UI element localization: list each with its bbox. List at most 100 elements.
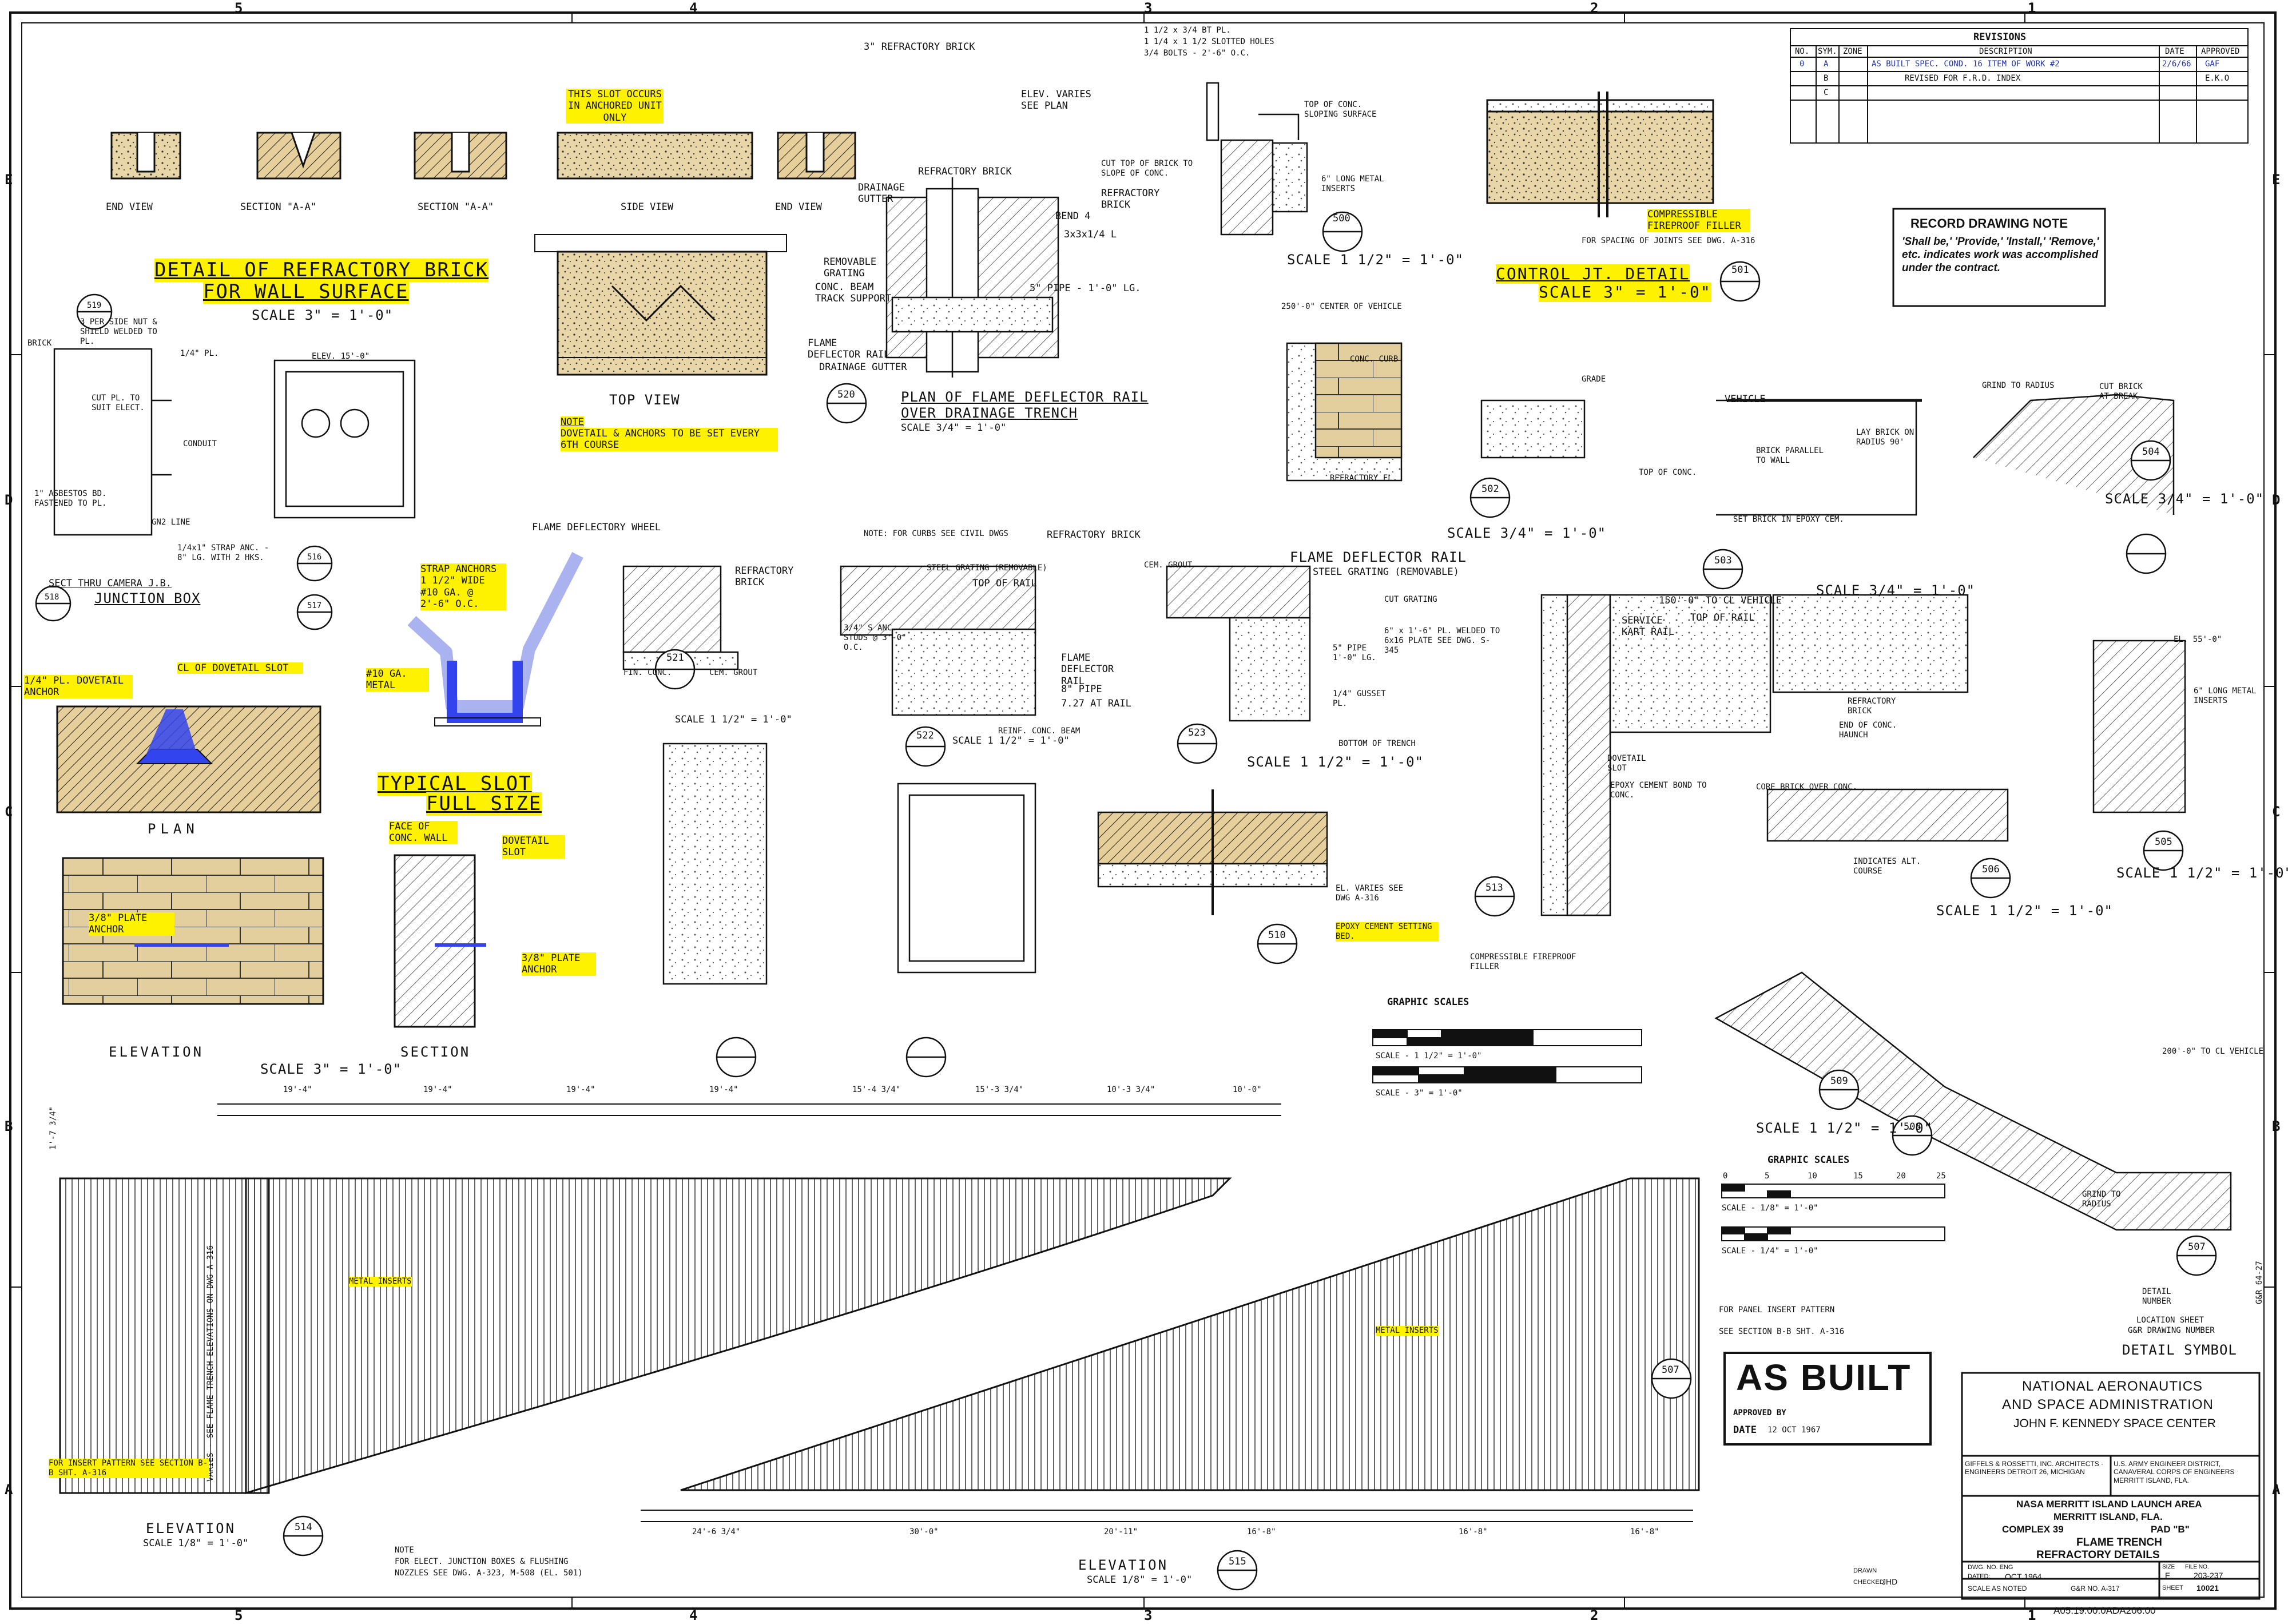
grid-row-d: D	[5, 492, 14, 508]
size-label: SIZE	[2162, 1564, 2175, 1570]
ref-518: 518	[45, 593, 59, 602]
misc-label-haunch: END OF CONC. HAUNCH	[1839, 721, 1897, 740]
typical-slot-subtitle: FULL SIZE	[426, 792, 542, 816]
misc-label-250: 250'-0" CENTER OF VEHICLE	[1281, 302, 1402, 311]
graphic-scale-tick-0: 0	[1723, 1172, 1728, 1181]
as-built-approved-label: APPROVED BY	[1733, 1408, 1786, 1417]
grid-row-a-right: A	[2272, 1482, 2281, 1498]
rail-label-slotted-holes: 1 1/4 x 1 1/2 SLOTTED HOLES	[1144, 37, 1274, 46]
sheet-number: 10021	[2196, 1583, 2219, 1593]
vehicle-label-top-rail: TOP OF RAIL	[1690, 612, 1755, 624]
graphic-scale-label-1: SCALE - 1 1/2" = 1'-0"	[1376, 1051, 1482, 1061]
bottom-dim-2: 30'-0"	[909, 1527, 939, 1536]
plate-anchor-label: 3/8" PLATE ANCHOR	[522, 952, 596, 976]
rail-detail-flame-rail: FLAME DEFLECTOR RAIL	[1061, 652, 1114, 687]
misc-label-alt-course: INDICATES ALT. COURSE	[1853, 857, 1921, 876]
file-no-value: 203-237	[2194, 1571, 2223, 1580]
bottom-dim-5: 16'-8"	[1459, 1527, 1488, 1536]
ref-507: 507	[2188, 1241, 2206, 1253]
rev-row1-sym: A	[1824, 59, 1829, 69]
metal-gauge-label: #10 GA. METAL	[366, 668, 429, 692]
misc-label-grind: GRIND TO RADIUS	[1982, 381, 2055, 390]
rev-row1-desc: AS BUILT SPEC. COND. 16 ITEM OF WORK #2	[1872, 59, 2060, 69]
misc-label-el-55: EL. 55'-0"	[2174, 635, 2222, 644]
elevation-left-height: 1'-7 3/4"	[49, 1106, 58, 1150]
ref-505: 505	[2155, 836, 2172, 848]
sheet-title-line1: FLAME TRENCH	[2076, 1536, 2162, 1548]
misc-label-200: 200'-0" TO CL VEHICLE	[2162, 1047, 2264, 1056]
rail-detail-scale: SCALE 1 1/2" = 1'-0"	[952, 735, 1070, 747]
grid-row-a: A	[5, 1482, 14, 1498]
graphic-scale-label-3: SCALE - 1/8" = 1'-0"	[1722, 1204, 1818, 1213]
jb-title: SECT THRU CAMERA J.B.	[49, 578, 172, 589]
top-dim-6: 15'-3 3/4"	[975, 1085, 1024, 1094]
sheet-label: SHEET	[2162, 1585, 2183, 1591]
section-title: SECTION	[400, 1044, 471, 1060]
ref-503: 503	[1714, 555, 1732, 566]
rail-label-refractory: REFRACTORY BRICK	[1101, 188, 1160, 211]
checked-label: CHECKED	[1853, 1579, 1884, 1586]
misc-scale-505: SCALE 1 1/2" = 1'-0"	[2116, 865, 2288, 881]
top-dim-4: 19'-4"	[709, 1085, 738, 1094]
view-label-section-aa-1: SECTION "A-A"	[240, 201, 317, 213]
elevation-left-title: ELEVATION	[146, 1520, 236, 1536]
middle-section-drawings	[622, 565, 1328, 985]
face-of-wall-label: FACE OF CONC. WALL	[389, 821, 458, 844]
margin-code: G&R 64-27	[2255, 1261, 2264, 1304]
vehicle-area-drawing	[1286, 342, 1771, 916]
agency-line1: NATIONAL AERONAUTICS	[2022, 1379, 2203, 1394]
drainage-scale: SCALE 3/4" = 1'-0"	[901, 422, 1007, 434]
record-note-title: RECORD DRAWING NOTE	[1910, 216, 2068, 231]
as-built-date-label: DATE	[1733, 1424, 1757, 1436]
sheet-title-line2: REFRACTORY DETAILS	[2036, 1549, 2160, 1561]
grid-col-1: 1	[2028, 0, 2037, 16]
rev-header-no: NO.	[1795, 47, 1810, 56]
graphic-scales-title: GRAPHIC SCALES	[1387, 996, 1469, 1008]
ref-509: 509	[1830, 1075, 1848, 1087]
elevation-note-line3: NOZZLES SEE DWG. A-323, M-508 (EL. 501)	[395, 1569, 583, 1578]
misc-scale-506: SCALE 1 1/2" = 1'-0"	[1936, 903, 2113, 919]
graphic-scale-label-4: SCALE - 1/4" = 1'-0"	[1722, 1246, 1818, 1256]
drain-label-drainage-gutter: DRAINAGE GUTTER	[858, 182, 905, 205]
detail-symbol-title: DETAIL SYMBOL	[2122, 1342, 2237, 1358]
brick-detail-title-line1: DETAIL OF REFRACTORY BRICK	[154, 259, 489, 282]
metal-inserts-label-left: METAL INSERTS	[349, 1277, 412, 1287]
ref-522: 522	[916, 730, 934, 741]
drain-label-elev-varies: ELEV. VARIES SEE PLAN	[1021, 89, 1091, 112]
rev-row1-no: 0	[1800, 59, 1805, 69]
flame-rail-grating: STEEL GRATING (REMOVABLE)	[1313, 566, 1459, 578]
typical-slot-title: TYPICAL SLOT	[378, 772, 532, 796]
rail-section-scale: SCALE 1 1/2" = 1'-0"	[1287, 252, 1464, 268]
grid-col-2: 2	[1590, 0, 1599, 16]
vehicle-label-epoxy-bond: EPOXY CEMENT BOND TO CONC.	[1610, 781, 1707, 800]
plan-label-dovetail-anchor: 1/4" PL. DOVETAIL ANCHOR	[24, 675, 133, 698]
as-built-stamp: AS BUILT	[1736, 1357, 1912, 1398]
top-dim-2: 19'-4"	[423, 1085, 452, 1094]
elevation-right-scale: SCALE 1/8" = 1'-0"	[1087, 1574, 1193, 1586]
drain-label-refractory-brick: 3" REFRACTORY BRICK	[864, 41, 975, 53]
top-dim-1: 19'-4"	[283, 1085, 312, 1094]
misc-label-vehicle: VEHICLE	[1725, 394, 1766, 405]
elevation-note-line2: FOR ELECT. JUNCTION BOXES & FLUSHING	[395, 1557, 569, 1566]
rev-row2-approved: E.K.O	[2205, 74, 2230, 83]
ref-521: 521	[666, 652, 684, 664]
jb-label-conduit: CONDUIT	[183, 439, 217, 448]
rail-detail-refractory: REFRACTORY BRICK	[1047, 529, 1141, 541]
elevation-right-title: ELEVATION	[1078, 1557, 1169, 1573]
detail-bubbles	[35, 211, 2217, 1591]
misc-scale-504: SCALE 3/4" = 1'-0"	[2105, 491, 2265, 507]
jb-label-brick: BRICK	[27, 339, 52, 348]
drawn-label: DRAWN	[1853, 1567, 1877, 1574]
misc-label-inserts: 6" LONG METAL INSERTS	[2194, 686, 2257, 705]
misc-label-lay-brick: LAY BRICK ON RADIUS 90'	[1856, 428, 1914, 447]
bottom-dim-3: 20'-11"	[1104, 1527, 1138, 1536]
grid-col-4-bottom: 4	[689, 1607, 698, 1623]
top-dim-7: 10'-3 3/4"	[1107, 1085, 1155, 1094]
dated-label: DATED:	[1968, 1573, 1991, 1580]
grid-col-3-bottom: 3	[1144, 1607, 1153, 1623]
graphic-scale-tick-10: 10	[1808, 1172, 1817, 1181]
view-label-end-view: END VIEW	[106, 201, 153, 213]
grid-col-1-bottom: 1	[2028, 1607, 2037, 1623]
ref-504: 504	[2142, 446, 2160, 458]
project-line2: MERRITT ISLAND, FLA.	[2053, 1511, 2163, 1522]
